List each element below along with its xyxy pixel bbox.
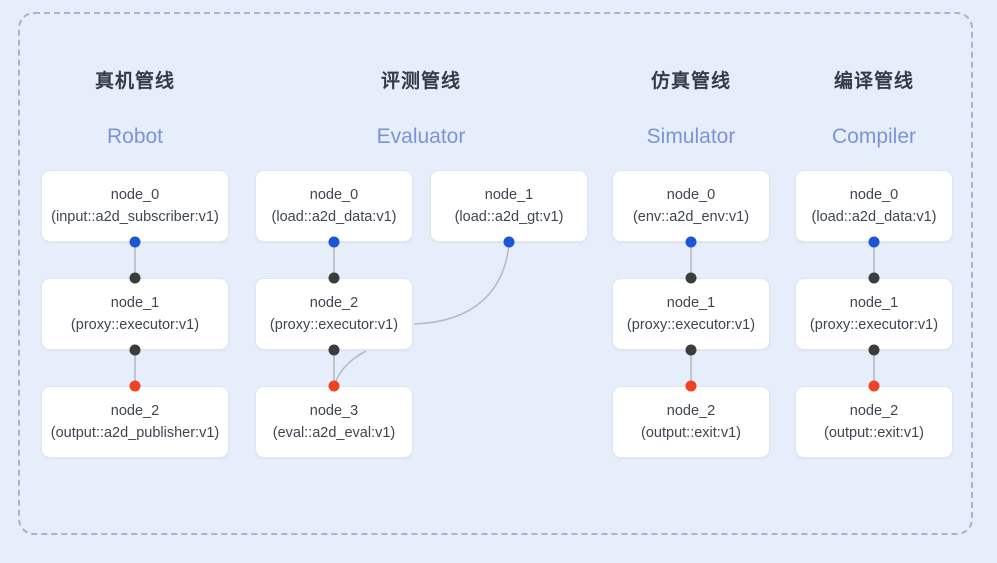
- node-simulator-1[interactable]: node_1 (proxy::executor:v1): [612, 278, 770, 350]
- node-name: node_1: [849, 294, 899, 311]
- node-simulator-0[interactable]: node_0 (env::a2d_env:v1): [612, 170, 770, 242]
- node-evaluator-3[interactable]: node_3 (eval::a2d_eval:v1): [255, 386, 413, 458]
- node-robot-1[interactable]: node_1 (proxy::executor:v1): [41, 278, 229, 350]
- node-name: node_0: [110, 186, 160, 203]
- dashed-container-frame: [18, 12, 973, 535]
- node-spec: (eval::a2d_eval:v1): [272, 425, 396, 441]
- node-name: node_0: [666, 186, 716, 203]
- column-title-en-simulator: Simulator: [646, 125, 736, 148]
- node-spec: (proxy::executor:v1): [269, 317, 399, 333]
- node-compiler-1[interactable]: node_1 (proxy::executor:v1): [795, 278, 953, 350]
- node-compiler-2[interactable]: node_2 (output::exit:v1): [795, 386, 953, 458]
- column-title-cn-robot: 真机管线: [94, 71, 175, 92]
- node-name: node_2: [309, 294, 359, 311]
- port-input-evaluator-2[interactable]: [328, 272, 340, 284]
- node-name: node_1: [484, 186, 534, 203]
- node-spec: (output::a2d_publisher:v1): [50, 425, 220, 441]
- port-input-robot-1[interactable]: [129, 272, 141, 284]
- port-output-evaluator-0[interactable]: [328, 236, 340, 248]
- node-spec: (proxy::executor:v1): [809, 317, 939, 333]
- node-spec: (load::a2d_data:v1): [811, 209, 937, 225]
- column-title-en-evaluator: Evaluator: [376, 125, 466, 148]
- node-spec: (load::a2d_gt:v1): [454, 209, 564, 225]
- port-output-simulator-1[interactable]: [685, 344, 697, 356]
- node-name: node_2: [110, 402, 160, 419]
- node-evaluator-1[interactable]: node_1 (load::a2d_gt:v1): [430, 170, 588, 242]
- port-input-simulator-2[interactable]: [685, 380, 697, 392]
- node-spec: (proxy::executor:v1): [70, 317, 200, 333]
- port-input-evaluator-3[interactable]: [328, 380, 340, 392]
- node-name: node_1: [110, 294, 160, 311]
- port-output-robot-0[interactable]: [129, 236, 141, 248]
- port-output-simulator-0[interactable]: [685, 236, 697, 248]
- node-spec: (input::a2d_subscriber:v1): [51, 209, 219, 225]
- node-robot-0[interactable]: node_0 (input::a2d_subscriber:v1): [41, 170, 229, 242]
- node-spec: (load::a2d_data:v1): [271, 209, 397, 225]
- node-name: node_1: [666, 294, 716, 311]
- node-evaluator-2[interactable]: node_2 (proxy::executor:v1): [255, 278, 413, 350]
- node-spec: (output::exit:v1): [824, 425, 924, 441]
- port-output-evaluator-1[interactable]: [503, 236, 515, 248]
- node-robot-2[interactable]: node_2 (output::a2d_publisher:v1): [41, 386, 229, 458]
- node-simulator-2[interactable]: node_2 (output::exit:v1): [612, 386, 770, 458]
- column-title-cn-compiler: 编译管线: [833, 71, 914, 92]
- node-compiler-0[interactable]: node_0 (load::a2d_data:v1): [795, 170, 953, 242]
- node-name: node_0: [309, 186, 359, 203]
- port-output-robot-1[interactable]: [129, 344, 141, 356]
- port-output-compiler-1[interactable]: [868, 344, 880, 356]
- port-input-compiler-1[interactable]: [868, 272, 880, 284]
- node-spec: (proxy::executor:v1): [626, 317, 756, 333]
- column-title-en-robot: Robot: [106, 125, 164, 148]
- column-title-cn-simulator: 仿真管线: [650, 71, 731, 92]
- column-title-cn-evaluator: 评测管线: [380, 71, 461, 92]
- port-output-evaluator-2[interactable]: [328, 344, 340, 356]
- port-input-simulator-1[interactable]: [685, 272, 697, 284]
- node-name: node_3: [309, 402, 359, 419]
- node-evaluator-0[interactable]: node_0 (load::a2d_data:v1): [255, 170, 413, 242]
- port-input-robot-2[interactable]: [129, 380, 141, 392]
- node-name: node_0: [849, 186, 899, 203]
- node-spec: (env::a2d_env:v1): [632, 209, 750, 225]
- port-input-compiler-2[interactable]: [868, 380, 880, 392]
- column-title-en-compiler: Compiler: [831, 125, 917, 148]
- node-name: node_2: [849, 402, 899, 419]
- node-spec: (output::exit:v1): [641, 425, 741, 441]
- port-output-compiler-0[interactable]: [868, 236, 880, 248]
- node-name: node_2: [666, 402, 716, 419]
